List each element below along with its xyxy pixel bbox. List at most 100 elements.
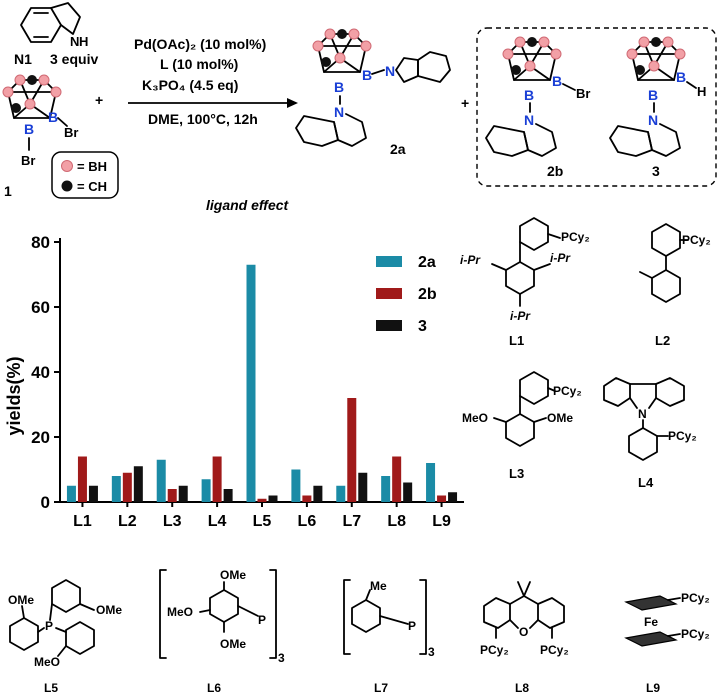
- bar-3-L3: [178, 485, 188, 502]
- L5-ome-left: OMe: [8, 593, 34, 607]
- L5-ome-right: OMe: [96, 603, 122, 617]
- ligand-L5: P OMe OMe MeO L5: [8, 579, 122, 695]
- x-tick-label: L8: [387, 513, 406, 530]
- bar-2b-L2: [122, 472, 132, 502]
- y-axis-label: yields(%): [4, 356, 24, 435]
- reaction-scheme: N H N1 3 equiv + B B Br Br 1: [2, 2, 717, 199]
- product-2b-structure: B Br B N: [485, 36, 590, 157]
- p2a-atom-b2: B: [334, 79, 344, 95]
- bar-2a-L1: [66, 485, 76, 502]
- bar-2a-L5: [246, 264, 256, 502]
- legend-label-2b: 2b: [418, 286, 437, 303]
- legend-label-3: 3: [418, 318, 427, 335]
- ligand-L6: OMe MeO OMe P 3 L6: [159, 568, 285, 695]
- bar-3-L5: [268, 495, 278, 502]
- byproduct-box: [476, 27, 717, 187]
- key-bh-text: = BH: [77, 159, 107, 174]
- ligand-L9: PCy₂ Fe PCy₂ L9: [624, 591, 710, 695]
- L8-pcy2-left: PCy₂: [480, 643, 509, 657]
- ligand-L8: O PCy₂ PCy₂ L8: [480, 581, 569, 695]
- bar-2a-L9: [426, 463, 436, 502]
- L7-me: Me: [370, 579, 387, 593]
- p3-atom-b2: B: [648, 87, 658, 103]
- p3-atom-h: H: [697, 84, 706, 99]
- p2b-atom-b2: B: [524, 87, 534, 103]
- p3-atom-b1: B: [676, 69, 686, 85]
- indole-reactant: N H: [20, 2, 88, 49]
- x-tick-label: L5: [253, 513, 272, 530]
- y-tick-label: 20: [31, 428, 50, 447]
- bar-2b-L5: [257, 498, 267, 502]
- bar-3-L8: [403, 482, 413, 502]
- ligand-L7: Me P 3 L7: [343, 579, 435, 695]
- reactant2-label: 1: [4, 183, 12, 199]
- bar-2b-L8: [392, 456, 402, 502]
- bar-2a-L3: [156, 459, 166, 502]
- L3-ome: OMe: [547, 411, 573, 425]
- atom-b1: B: [48, 109, 58, 125]
- atom-br1: Br: [64, 125, 78, 140]
- L6-ome-bottom: OMe: [220, 637, 246, 651]
- x-tick-label: L3: [163, 513, 182, 530]
- bar-2b-L4: [212, 456, 222, 502]
- y-tick-label: 80: [31, 233, 50, 252]
- p2b-atom-b1: B: [552, 73, 562, 89]
- cond-line1: Pd(OAc)₂ (10 mol%): [134, 36, 266, 52]
- legend-swatch-2b: [376, 288, 402, 299]
- L9-pcy2-bottom: PCy₂: [681, 627, 710, 641]
- product-3-label: 3: [652, 163, 660, 179]
- p3-atom-n: N: [648, 112, 658, 128]
- p2b-atom-n: N: [524, 112, 534, 128]
- bar-2a-L4: [201, 479, 211, 502]
- L9-atom-fe: Fe: [644, 615, 658, 629]
- L6-ome-top: OMe: [220, 568, 246, 582]
- product-2a-structure: B B N N: [295, 28, 451, 147]
- bar-2b-L3: [167, 489, 177, 502]
- product-2a-label: 2a: [390, 141, 406, 157]
- L7-atom-p: P: [408, 619, 416, 633]
- L4-atom-n: N: [638, 407, 647, 421]
- section-title: ligand effect: [206, 197, 290, 213]
- L1-label: L1: [509, 333, 524, 348]
- bar-3-L6: [313, 485, 323, 502]
- L8-label: L8: [515, 681, 529, 695]
- product-3-structure: B H B N: [609, 36, 706, 157]
- L7-label: L7: [374, 681, 388, 695]
- p2b-atom-br: Br: [576, 86, 590, 101]
- bar-3-L1: [88, 485, 98, 502]
- L1-ipr-right: i-Pr: [550, 251, 571, 265]
- L5-meo: MeO: [34, 655, 60, 669]
- L6-atom-p: P: [258, 613, 266, 627]
- L9-pcy2-top: PCy₂: [681, 591, 710, 605]
- atom-h: H: [79, 34, 88, 49]
- bar-3-L4: [223, 489, 233, 502]
- bar-2b-L7: [347, 398, 357, 502]
- L6-meo: MeO: [167, 605, 193, 619]
- x-tick-label: L1: [73, 513, 92, 530]
- y-tick-label: 60: [31, 298, 50, 317]
- bar-2a-L6: [291, 469, 301, 502]
- legend-swatch-2a: [376, 256, 402, 267]
- bar-3-L7: [358, 472, 368, 502]
- bar-2b-L9: [437, 495, 447, 502]
- y-tick-label: 40: [31, 363, 50, 382]
- key-ch-text: = CH: [77, 179, 107, 194]
- L3-label: L3: [509, 466, 524, 481]
- x-tick-label: L2: [118, 513, 137, 530]
- p2a-atom-n2: N: [334, 104, 344, 120]
- L1-pcy2: PCy₂: [561, 230, 590, 244]
- L3-pcy2: PCy₂: [553, 384, 582, 398]
- ligand-L3: PCy₂ OMe MeO L3: [462, 371, 582, 481]
- L4-label: L4: [638, 475, 654, 490]
- ligand-L4: N PCy₂ L4: [603, 377, 697, 490]
- reactant1-label: N1: [14, 51, 32, 67]
- key-box: [51, 151, 119, 199]
- L6-label: L6: [207, 681, 221, 695]
- ligand-L2: PCy₂ L2: [639, 223, 711, 348]
- reactant1-equiv: 3 equiv: [50, 51, 98, 67]
- atom-b2: B: [24, 121, 34, 137]
